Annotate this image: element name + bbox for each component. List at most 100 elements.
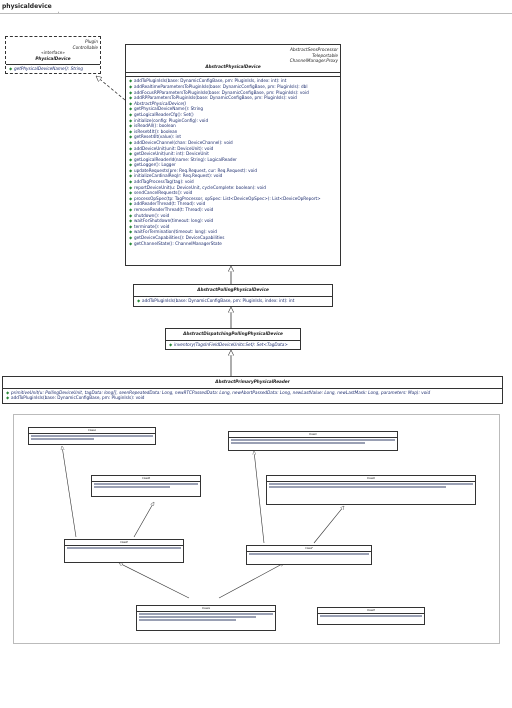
public-icon: ◆ bbox=[129, 151, 133, 157]
mini-class[interactable]: ClassD bbox=[266, 475, 476, 505]
operation[interactable]: ◆sendCancelRequests(): void bbox=[129, 190, 338, 196]
mini-class-name: ClassH bbox=[318, 608, 424, 614]
class-name: AbstractDispatchingPollingPhysicalDevice bbox=[183, 331, 283, 336]
operation[interactable]: ◆getDeviceUnit(unit: int): DeviceUnit bbox=[129, 151, 338, 157]
mini-class-line bbox=[31, 438, 94, 440]
operation[interactable]: ◆getDeviceCapabilities(): DeviceCapabili… bbox=[129, 235, 338, 241]
operation[interactable]: ◆getChannelState(): ChannelManagerState bbox=[129, 241, 338, 247]
operation[interactable]: ◆removeReaderThread(t: Thread): void bbox=[129, 207, 338, 213]
operation-label: getChannelState(): ChannelManagerState bbox=[134, 240, 222, 246]
operation[interactable]: ◆initialize(config: PluginConfig): void bbox=[129, 118, 338, 124]
abstract-primary-reader-class[interactable]: AbstractPrimaryPhysicalReader ◆primitive… bbox=[2, 376, 503, 404]
operation[interactable]: ◆addReaderThread(t: Thread): void bbox=[129, 201, 338, 207]
mini-class[interactable]: ClassC bbox=[228, 431, 398, 451]
operation-label: primitiveUnit(u: PollingDeviceUnit, tagD… bbox=[11, 389, 431, 395]
mini-class-line bbox=[139, 619, 236, 621]
operation[interactable]: ◆processOpSpec(tp: TagProcessor, opSpec:… bbox=[129, 196, 338, 202]
mini-class-name: ClassB bbox=[92, 476, 200, 482]
mini-class-line bbox=[94, 486, 170, 488]
operation-label: isReset4It(): boolean bbox=[134, 128, 178, 134]
operation[interactable]: ◆addFocusRPParametersToPluginIsIs(base: … bbox=[129, 90, 338, 96]
public-icon: ◆ bbox=[129, 212, 133, 218]
mini-class[interactable]: ClassH bbox=[317, 607, 425, 625]
operation[interactable]: ◆initializeCardinalReq(r: Req.Request): … bbox=[129, 173, 338, 179]
class-operations: ◆addToPluginIsIs(base: DynamicConfigBase… bbox=[134, 297, 332, 306]
operation-label: waitForShutdown(timeout: long): void bbox=[134, 218, 214, 224]
public-icon: ◆ bbox=[129, 78, 133, 84]
operation-label: getPhysicalDeviceName(): String bbox=[14, 66, 84, 72]
abstract-physical-device-class[interactable]: AbstractSensProcessor Teleportable Chann… bbox=[125, 44, 341, 266]
operation-label: getLogicalReaderId(name: String): Logica… bbox=[134, 156, 237, 162]
operation[interactable]: ◆shutdown(): void bbox=[129, 213, 338, 219]
public-icon: ◆ bbox=[129, 83, 133, 89]
operation[interactable]: ◆AbstractPhysicalDevice() bbox=[129, 101, 338, 107]
operation[interactable]: ◆addToPluginIsIs(base: DynamicConfigBase… bbox=[137, 298, 330, 304]
class-header: AbstractSensProcessor Teleportable Chann… bbox=[126, 45, 340, 74]
operation[interactable]: ◆waitForShutdown(timeout: long): void bbox=[129, 218, 338, 224]
mini-class-line bbox=[231, 439, 395, 441]
operation[interactable]: ◆addRealtimeParametersToPluginIsIs(base:… bbox=[129, 84, 338, 90]
public-icon: ◆ bbox=[129, 89, 133, 95]
operation-label: addDeviceUnit(unit: DeviceUnit): void bbox=[134, 145, 214, 151]
operation-label: addFocusRPParametersToPluginIsIs(base: D… bbox=[134, 89, 309, 95]
operation[interactable]: ◆addDeviceChannel(chan: DeviceChannel): … bbox=[129, 140, 338, 146]
class-header: AbstractPollingPhysicalDevice bbox=[134, 285, 332, 297]
operation[interactable]: ◆addToPluginIsIs(base: DynamicConfigBase… bbox=[129, 78, 338, 84]
class-header: AbstractDispatchingPollingPhysicalDevice bbox=[166, 329, 300, 341]
operation-label: addToPluginIsIs(base: DynamicConfigBase,… bbox=[11, 395, 145, 401]
class-stereotype-2: Teleportable bbox=[312, 52, 338, 58]
operation[interactable]: ◆reportDeviceUnit(u: DeviceUnit, cycleCo… bbox=[129, 185, 338, 191]
operation-label: inventory(TagsInFieldDeviceUnits:Set): S… bbox=[174, 341, 288, 347]
mini-class[interactable]: ClassF bbox=[246, 545, 372, 565]
operation-label: addTagProcessTag(tag): void bbox=[134, 179, 194, 185]
mini-class-line bbox=[139, 616, 257, 618]
attributes-compartment bbox=[126, 73, 340, 78]
class-stereotype-1: AbstractSensProcessor bbox=[290, 47, 338, 52]
mini-class[interactable]: ClassB bbox=[91, 475, 201, 497]
operation[interactable]: ◆addToPluginIsIs(base: DynamicConfigBase… bbox=[6, 395, 500, 401]
operation[interactable]: ◆getPhysicalDeviceName(): String bbox=[9, 66, 98, 72]
public-icon: ◆ bbox=[6, 395, 10, 401]
operation[interactable]: ◆terminate(): void bbox=[129, 224, 338, 230]
public-icon: ◆ bbox=[129, 162, 133, 168]
abstract-dispatching-device-class[interactable]: AbstractDispatchingPollingPhysicalDevice… bbox=[165, 328, 301, 350]
operation[interactable]: ◆waitForTermination(timeout: long): void bbox=[129, 229, 338, 235]
operation-label: waitForTermination(timeout: long): void bbox=[134, 229, 217, 235]
class-operations: ◆primitiveUnit(u: PollingDeviceUnit, tag… bbox=[3, 389, 502, 403]
public-icon: ◆ bbox=[129, 167, 133, 173]
operation[interactable]: ◆updateRequests(pre: Req.Request, cur: R… bbox=[129, 168, 338, 174]
overview-subdiagram-panel[interactable]: ClassA ClassB ClassC ClassD ClassE Class… bbox=[13, 414, 500, 644]
abstract-polling-device-class[interactable]: AbstractPollingPhysicalDevice ◆addToPlug… bbox=[133, 284, 333, 307]
public-icon: ◆ bbox=[129, 134, 133, 140]
public-icon: ◆ bbox=[129, 156, 133, 162]
mini-class[interactable]: ClassG bbox=[136, 605, 276, 631]
operation-label: getLogger(): Logger bbox=[134, 162, 176, 168]
operation[interactable]: ◆isReset4It(): boolean bbox=[129, 129, 338, 135]
operation-label: addReaderThread(t: Thread): void bbox=[134, 201, 206, 207]
operation[interactable]: ◆getPhysicalDeviceName(): String bbox=[129, 106, 338, 112]
operation[interactable]: ◆inventory(TagsInFieldDeviceUnits:Set): … bbox=[169, 342, 298, 348]
class-name: AbstractPrimaryPhysicalReader bbox=[215, 379, 290, 384]
public-icon: ◆ bbox=[129, 201, 133, 207]
operation[interactable]: ◆addDeviceUnit(unit: DeviceUnit): void bbox=[129, 146, 338, 152]
operation-label: removeReaderThread(t: Thread): void bbox=[134, 207, 214, 213]
operation[interactable]: ◆isReadAll(): boolean bbox=[129, 123, 338, 129]
public-icon: ◆ bbox=[129, 128, 133, 134]
operation-label: shutdown(): void bbox=[134, 212, 170, 218]
operation-label: getLogicalReaderCfg(): Set() bbox=[134, 111, 194, 117]
physical-device-interface[interactable]: Plugin Controllable «interface» Physical… bbox=[5, 36, 101, 74]
operation[interactable]: ◆addRPParametersToPluginIsIs(base: Dynam… bbox=[129, 95, 338, 101]
mini-class[interactable]: ClassE bbox=[64, 539, 184, 563]
operation[interactable]: ◆getLogicalReaderId(name: String): Logic… bbox=[129, 157, 338, 163]
operation[interactable]: ◆addTagProcessTag(tag): void bbox=[129, 179, 338, 185]
class-stereotype-3: ChannelManager.Proxy bbox=[289, 58, 338, 64]
operation[interactable]: ◆getReset4It(value): int bbox=[129, 134, 338, 140]
mini-class-line bbox=[31, 435, 153, 437]
mini-class[interactable]: ClassA bbox=[28, 427, 156, 445]
operation-label: initializeCardinalReq(r: Req.Request): v… bbox=[134, 173, 223, 179]
operation[interactable]: ◆getLogger(): Logger bbox=[129, 162, 338, 168]
operation[interactable]: ◆getLogicalReaderCfg(): Set() bbox=[129, 112, 338, 118]
public-icon: ◆ bbox=[129, 111, 133, 117]
operation[interactable]: ◆primitiveUnit(u: PollingDeviceUnit, tag… bbox=[6, 390, 500, 396]
